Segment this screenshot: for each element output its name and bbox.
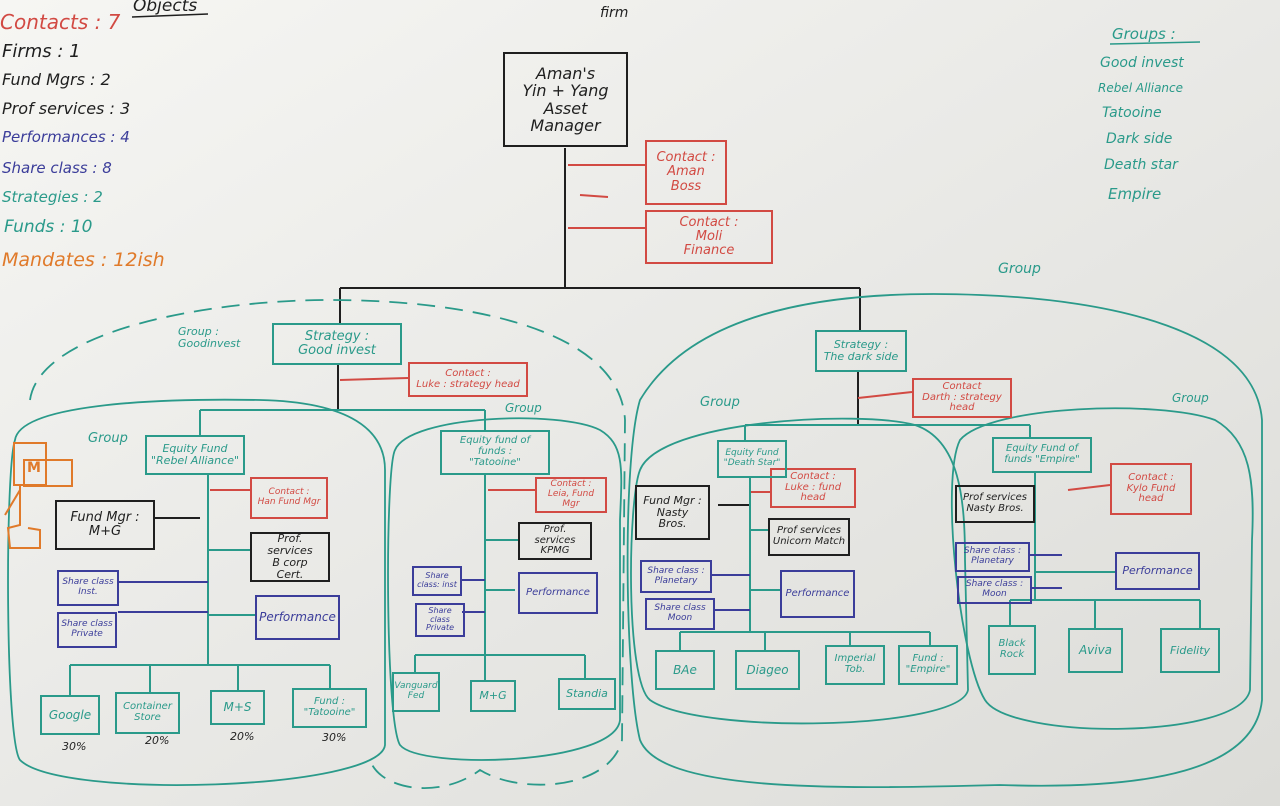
mandate-fund-tatooine: Fund : "Tatooine": [292, 688, 367, 728]
fund-tatooine: Equity fund of funds : "Tatooine": [440, 430, 550, 475]
contact-han: Contact : Han Fund Mgr: [250, 477, 328, 519]
group-label-tatooine: Group: [505, 401, 542, 415]
contact-luke-strategy: Contact : Luke : strategy head: [408, 362, 528, 397]
mandate-imperial: Imperial Tob.: [825, 645, 885, 685]
firm-tag: firm: [600, 5, 629, 21]
share-class-moon2: Share class : Moon: [957, 576, 1032, 604]
mandate-mg: M+G: [470, 680, 516, 712]
mandate-blackrock: Black Rock: [988, 625, 1036, 675]
contact-aman: Contact : Aman Boss: [645, 140, 727, 205]
group-outlines: [7, 293, 1263, 790]
objects-performances: Performances : 4: [2, 128, 130, 146]
mandate-pct-ms: 20%: [230, 730, 255, 743]
mandate-bae: BAe: [655, 650, 715, 690]
groups-item-empire: Empire: [1108, 185, 1162, 203]
mandate-pct-fund: 30%: [322, 731, 347, 744]
strategy-dark-side: Strategy : The dark side: [815, 330, 907, 372]
objects-prof-services: Prof services : 3: [2, 99, 131, 118]
share-class-planetary: Share class : Planetary: [640, 560, 712, 593]
group-label-rebel: Group: [88, 431, 128, 446]
fund-mgr-nasty: Fund Mgr : Nasty Bros.: [635, 485, 710, 540]
mandate-fund-empire: Fund : "Empire": [898, 645, 958, 685]
group-label-empire: Group: [1172, 391, 1209, 405]
share-class-inst: Share class Inst.: [57, 570, 119, 606]
prof-services-kpmg: Prof. services KPMG: [518, 522, 592, 560]
performance-tatooine: Performance: [518, 572, 598, 614]
prof-services-bcorp: Prof. services B corp Cert.: [250, 532, 330, 582]
tree-lines: [69, 409, 1201, 695]
fund-empire: Equity Fund of funds "Empire": [992, 437, 1092, 473]
objects-mandates: Mandates : 12ish: [2, 249, 165, 271]
mandate-container-store: Container Store: [115, 692, 180, 734]
objects-contacts: Contacts : 7: [0, 10, 121, 34]
groups-item-death-star: Death star: [1104, 157, 1178, 173]
contact-kylo: Contact : Kylo Fund head: [1110, 463, 1192, 515]
margin-sketch-letter: M: [27, 460, 41, 476]
mandate-vanguard: Vanguard Fed: [392, 672, 440, 712]
prof-services-nasty: Prof services Nasty Bros.: [955, 485, 1035, 523]
mandate-diageo: Diageo: [735, 650, 800, 690]
firm-box: Aman's Yin + Yang Asset Manager: [503, 52, 628, 147]
contact-leia: Contact : Leia, Fund Mgr: [535, 477, 607, 513]
groups-item-dark-side: Dark side: [1106, 131, 1173, 147]
mandate-pct-container: 20%: [145, 734, 170, 747]
share-class-planetary2: Share class : Planetary: [955, 542, 1030, 572]
contact-moli: Contact : Moli Finance: [645, 210, 773, 264]
groups-underline: [1109, 41, 1201, 45]
margin-sketch: [4, 442, 73, 549]
contact-darth: Contact Darth : strategy head: [912, 378, 1012, 418]
strategy-good-invest: Strategy : Good invest: [272, 323, 402, 365]
performance-rebel: Performance: [255, 595, 340, 640]
objects-title: Objects: [133, 0, 198, 16]
fund-mgr-mg: Fund Mgr : M+G: [55, 500, 155, 550]
performance-empire: Performance: [1115, 552, 1200, 590]
objects-funds: Funds : 10: [4, 217, 93, 237]
contact-luke-fund: Contact : Luke : fund head: [770, 468, 856, 508]
share-class-connectors: [118, 554, 1062, 613]
objects-firms: Firms : 1: [2, 41, 81, 62]
mandate-fidelity: Fidelity: [1160, 628, 1220, 673]
mandate-ms: M+S: [210, 690, 265, 725]
share-class-private2: Share class Private: [415, 603, 465, 637]
group-label-deathstar: Group: [700, 395, 740, 410]
objects-underline: [131, 13, 209, 18]
groups-item-good-invest: Good invest: [1100, 55, 1184, 71]
objects-fund-mgrs: Fund Mgrs : 2: [2, 70, 111, 89]
fund-rebel-alliance: Equity Fund "Rebel Alliance": [145, 435, 245, 475]
group-label-goodinvest: Group : Goodinvest: [178, 325, 241, 350]
group-label-top: Group: [998, 261, 1041, 277]
share-class-private: Share class Private: [57, 612, 117, 648]
groups-item-tatooine: Tatooine: [1102, 105, 1162, 121]
objects-strategies: Strategies : 2: [2, 188, 103, 206]
objects-share-class: Share class : 8: [2, 159, 112, 177]
share-class-moon: Share class Moon: [645, 598, 715, 630]
mandate-aviva: Aviva: [1068, 628, 1123, 673]
mandate-google: Google: [40, 695, 100, 735]
fund-death-star: Equity Fund "Death Star": [717, 440, 787, 478]
performance-deathstar: Performance: [780, 570, 855, 618]
share-class-inst2: Share class: inst: [412, 566, 462, 596]
mandate-standia: Standia: [558, 678, 616, 710]
groups-item-rebel-alliance: Rebel Alliance: [1098, 81, 1184, 95]
mandate-pct-google: 30%: [62, 740, 87, 753]
groups-title: Groups :: [1112, 25, 1176, 43]
contact-connectors: [210, 164, 1111, 493]
prof-services-unicorn: Prof services Unicorn Match: [768, 518, 850, 556]
